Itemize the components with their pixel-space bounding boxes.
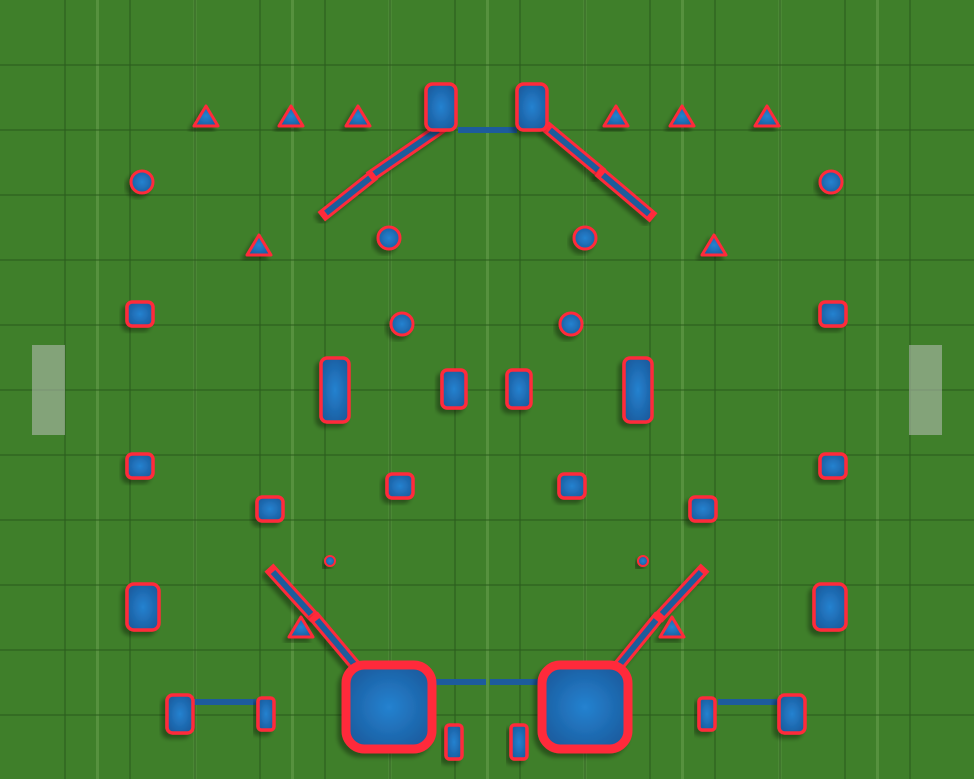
triangle-bunker[interactable]: [668, 104, 696, 128]
rect-bunker[interactable]: [319, 356, 351, 424]
rect-bunker[interactable]: [812, 582, 848, 632]
start-zone: [32, 345, 65, 435]
triangle-bunker[interactable]: [753, 104, 781, 128]
wall-bunker-fill: [601, 172, 651, 217]
rect-bunker[interactable]: [440, 368, 468, 410]
round-bunker[interactable]: [818, 169, 844, 195]
small-round-bunker[interactable]: [324, 555, 336, 567]
small-square-bunker[interactable]: [125, 300, 155, 328]
round-bunker[interactable]: [572, 225, 598, 251]
small-square-bunker[interactable]: [385, 472, 415, 500]
small-square-bunker[interactable]: [818, 452, 848, 480]
round-bunker[interactable]: [558, 311, 584, 337]
rect-bunker[interactable]: [622, 356, 654, 424]
bunkers: [125, 82, 848, 761]
triangle-bunker[interactable]: [287, 615, 315, 639]
triangle-bunker[interactable]: [700, 233, 728, 257]
round-bunker[interactable]: [389, 311, 415, 337]
wall-bunker-fill: [659, 569, 704, 617]
triangle-bunker[interactable]: [344, 104, 372, 128]
wall-bunker-fill: [372, 127, 440, 177]
small-square-bunker[interactable]: [557, 472, 587, 500]
small-round-bunker[interactable]: [637, 555, 649, 567]
rect-bunker[interactable]: [125, 582, 161, 632]
start-zone: [909, 345, 942, 435]
rect-bunker[interactable]: [697, 696, 717, 732]
big-square-bunker[interactable]: [537, 660, 633, 754]
wall-bunker-fill: [324, 175, 372, 216]
wall-bunker-fill: [617, 618, 659, 666]
rect-bunker[interactable]: [424, 82, 458, 132]
rect-bunker[interactable]: [256, 696, 276, 732]
rect-bunker[interactable]: [777, 693, 807, 735]
small-square-bunker[interactable]: [818, 300, 848, 328]
big-square-bunker[interactable]: [341, 660, 437, 754]
rect-bunker[interactable]: [444, 723, 464, 761]
start-zones: [32, 345, 942, 435]
rect-bunker[interactable]: [515, 82, 549, 132]
triangle-bunker[interactable]: [658, 615, 686, 639]
triangle-bunker[interactable]: [277, 104, 305, 128]
wall-bunker-fill: [314, 618, 357, 666]
small-square-bunker[interactable]: [255, 495, 285, 523]
triangle-bunker[interactable]: [245, 233, 273, 257]
rect-bunker[interactable]: [165, 693, 195, 735]
round-bunker[interactable]: [376, 225, 402, 251]
wall-bunker-fill: [270, 569, 314, 617]
small-square-bunker[interactable]: [688, 495, 718, 523]
small-square-bunker[interactable]: [125, 452, 155, 480]
wall-bunker-fill: [548, 127, 600, 173]
round-bunker[interactable]: [129, 169, 155, 195]
rect-bunker[interactable]: [505, 368, 533, 410]
rect-bunker[interactable]: [509, 723, 529, 761]
triangle-bunker[interactable]: [192, 104, 220, 128]
triangle-bunker[interactable]: [602, 104, 630, 128]
